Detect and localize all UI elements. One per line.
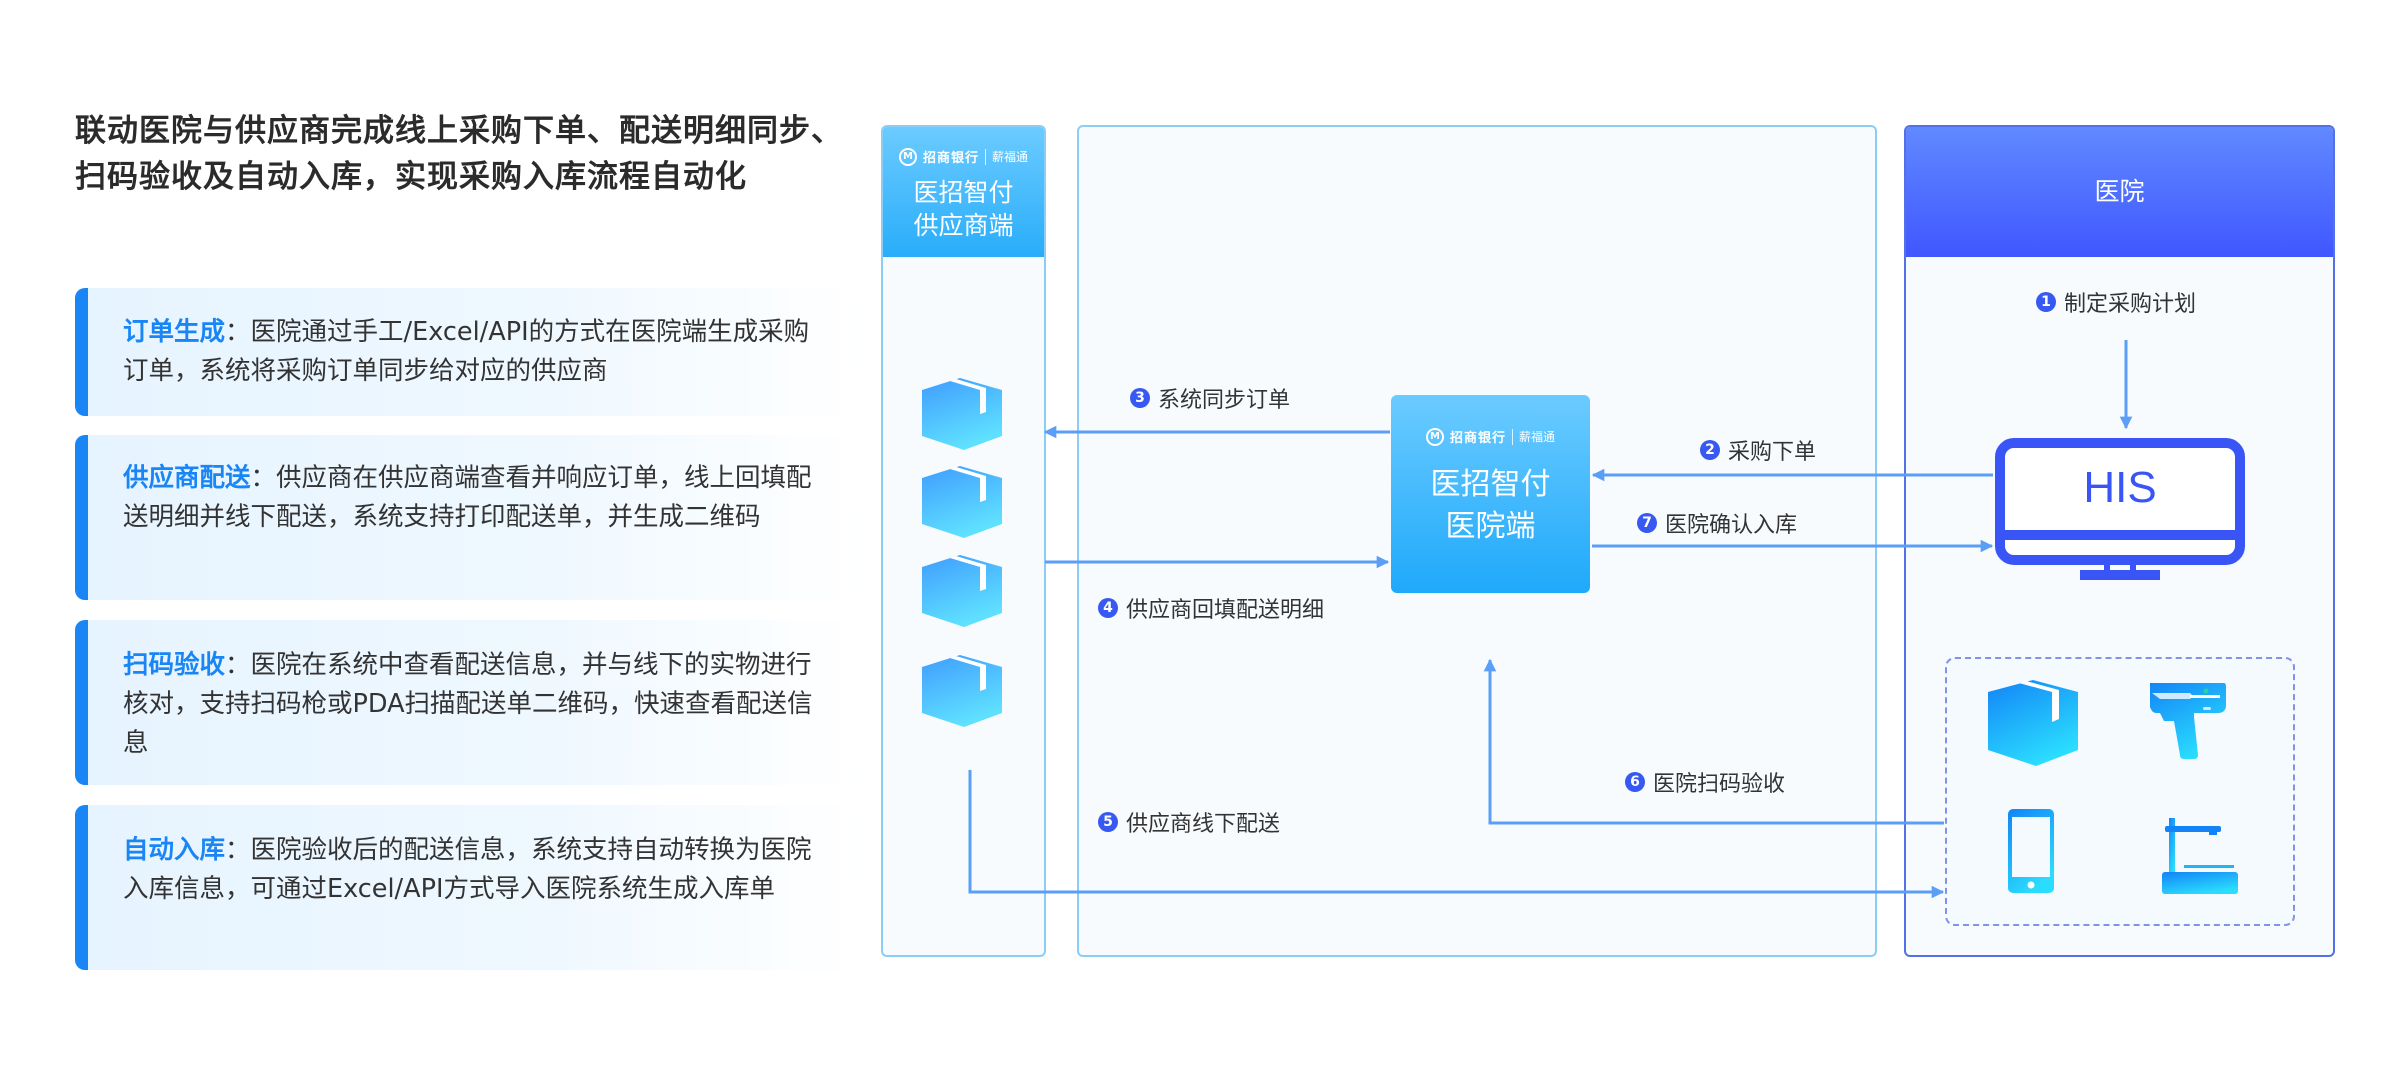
logo-product-name: 薪福通 xyxy=(992,150,1029,164)
step-text: 采购下单 xyxy=(1728,440,1817,465)
feature-separator: ： xyxy=(225,317,251,347)
step-3-label: 3 系统同步订单 xyxy=(1130,382,1290,414)
logo-bank-name: 招商银行 xyxy=(922,151,979,166)
supplier-column xyxy=(881,125,1046,957)
feature-separator: ： xyxy=(250,463,277,493)
step-badge: 2 xyxy=(1700,440,1720,460)
logo-divider xyxy=(1512,428,1513,445)
step-1-label: 1 制定采购计划 xyxy=(2036,286,2196,318)
supplier-title-line2: 供应商端 xyxy=(913,211,1014,240)
step-badge: 6 xyxy=(1625,772,1645,792)
step-text: 医院扫码验收 xyxy=(1653,772,1786,797)
card-accent-bar xyxy=(75,620,88,785)
cmb-logo-icon: M xyxy=(1425,427,1444,446)
center-title-line1: 医招智付 xyxy=(1430,467,1551,502)
package-icon xyxy=(922,378,1002,450)
feature-text: 医院通过手工/Excel/API的方式在医院端生成采购订单，系统将采购订单同步给… xyxy=(123,317,810,386)
step-text: 系统同步订单 xyxy=(1158,388,1291,413)
feature-card-supplier-delivery: 供应商配送：供应商在供应商端查看并响应订单，线上回填配送明细并线下配送，系统支持… xyxy=(75,435,860,600)
step-5-label: 5 供应商线下配送 xyxy=(1098,806,1280,838)
feature-keyword: 订单生成 xyxy=(123,317,226,347)
step-7-label: 7 医院确认入库 xyxy=(1637,507,1797,539)
hospital-column-header: 医院 xyxy=(1906,127,2333,257)
supplier-column-header: M 招商银行 薪福通 医招智付 供应商端 xyxy=(883,127,1044,257)
cmb-logo-icon: M xyxy=(898,147,917,166)
package-icon xyxy=(1988,680,2078,766)
package-icon xyxy=(922,655,1002,727)
feature-separator: ： xyxy=(225,650,251,680)
step-4-label: 4 供应商回填配送明细 xyxy=(1098,592,1324,624)
step-text: 供应商回填配送明细 xyxy=(1126,598,1325,623)
logo-bank-name: 招商银行 xyxy=(1449,431,1506,446)
step-badge: 1 xyxy=(2036,292,2056,312)
step-text: 供应商线下配送 xyxy=(1126,812,1281,837)
feature-text: 医院在系统中查看配送信息，并与线下的实物进行核对，支持扫码枪或PDA扫描配送单二… xyxy=(123,650,813,758)
cmb-logo: M 招商银行 薪福通 xyxy=(883,147,1044,166)
barcode-scanner-icon xyxy=(2150,683,2226,759)
cmb-logo: M 招商银行 薪福通 xyxy=(1391,427,1590,446)
feature-keyword: 供应商配送 xyxy=(123,463,251,493)
step-6-label: 6 医院扫码验收 xyxy=(1625,766,1785,798)
feature-text: 医院验收后的配送信息，系统支持自动转换为医院入库信息，可通过Excel/API方… xyxy=(123,835,812,904)
card-accent-bar xyxy=(75,288,88,416)
feature-card-scan-acceptance: 扫码验收：医院在系统中查看配送信息，并与线下的实物进行核对，支持扫码枪或PDA扫… xyxy=(75,620,860,785)
center-title-line2: 医院端 xyxy=(1445,509,1536,544)
step-text: 制定采购计划 xyxy=(2064,292,2197,317)
feature-card-auto-stock-in: 自动入库：医院验收后的配送信息，系统支持自动转换为医院入库信息，可通过Excel… xyxy=(75,805,860,970)
arrow-step-6 xyxy=(1483,658,1944,825)
step-badge: 3 xyxy=(1130,388,1150,408)
his-monitor-icon xyxy=(1995,438,2245,580)
feature-separator: ： xyxy=(225,835,251,865)
step-badge: 5 xyxy=(1098,812,1118,832)
logo-divider xyxy=(985,148,986,165)
his-system-label: HIS xyxy=(2083,463,2157,512)
logo-product-name: 薪福通 xyxy=(1519,430,1556,444)
step-2-label: 2 采购下单 xyxy=(1700,434,1816,466)
card-accent-bar xyxy=(75,435,88,600)
feature-text: 供应商在供应商端查看并响应订单，线上回填配送明细并线下配送，系统支持打印配送单，… xyxy=(123,463,812,532)
package-icon xyxy=(922,555,1002,627)
pda-phone-icon xyxy=(2008,809,2054,893)
arrow-step-5 xyxy=(968,770,1945,899)
supplier-title-line1: 医招智付 xyxy=(913,178,1014,207)
feature-card-order-generation: 订单生成：医院通过手工/Excel/API的方式在医院端生成采购订单，系统将采购… xyxy=(75,288,860,416)
hospital-platform-node[interactable]: M 招商银行 薪福通 医招智付 医院端 xyxy=(1391,395,1590,593)
step-badge: 7 xyxy=(1637,513,1657,533)
feature-keyword: 自动入库 xyxy=(123,835,226,865)
step-text: 医院确认入库 xyxy=(1665,513,1798,538)
card-accent-bar xyxy=(75,805,88,970)
package-icon xyxy=(922,466,1002,538)
page-headline: 联动医院与供应商完成线上采购下单、配送明细同步、扫码验收及自动入库，实现采购入库… xyxy=(75,113,843,195)
document-scanner-icon xyxy=(2162,818,2238,894)
step-badge: 4 xyxy=(1098,598,1118,618)
feature-keyword: 扫码验收 xyxy=(123,650,226,680)
